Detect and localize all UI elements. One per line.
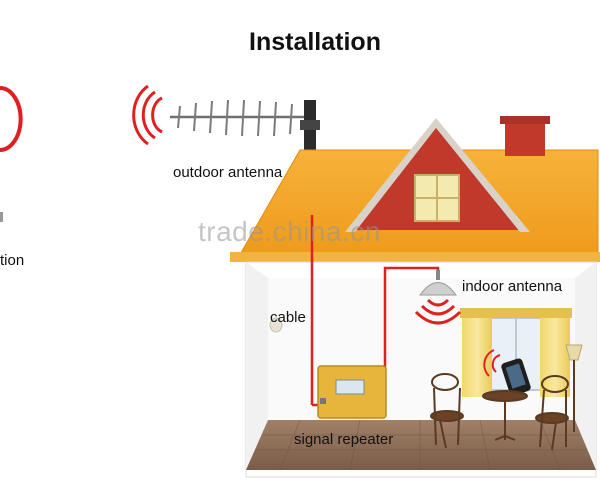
chimney	[505, 120, 545, 156]
house-roof	[230, 116, 600, 262]
page-title: Installation	[249, 28, 381, 56]
signal-repeater-label: signal repeater	[294, 431, 394, 448]
phone-icon	[501, 358, 531, 396]
floor	[246, 420, 596, 470]
cable-line	[310, 215, 318, 407]
table-and-chairs	[430, 373, 569, 451]
phone-signal-icon	[483, 349, 501, 377]
outdoor-antenna-label: outdoor antenna	[173, 164, 283, 181]
indoor-antenna-icon	[419, 270, 457, 296]
cable-label: cable	[270, 309, 306, 326]
indoor-signal-icon	[414, 298, 462, 325]
indoor-antenna-label: indoor antenna	[462, 278, 563, 295]
floor-lamp-icon	[565, 344, 583, 432]
base-station-label: tion	[0, 252, 25, 269]
wall-lamp-icon	[269, 317, 283, 333]
outdoor-signal-icon	[132, 84, 163, 146]
signal-repeater-icon	[317, 365, 387, 419]
watermark: trade.china.cn	[198, 216, 381, 247]
base-station-icon	[0, 86, 23, 222]
